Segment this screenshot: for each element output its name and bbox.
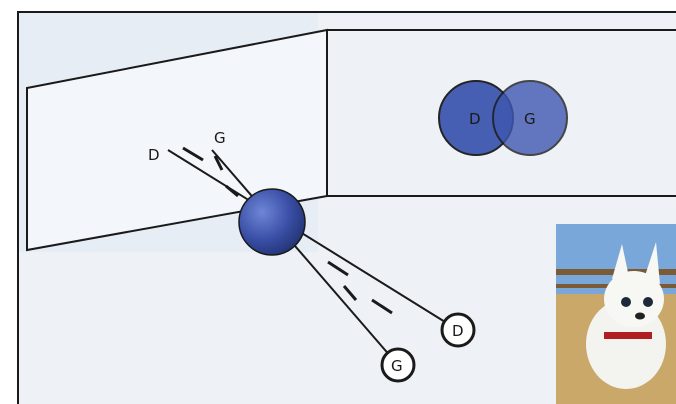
ray-g xyxy=(211,149,399,366)
right-image-circle xyxy=(492,80,568,156)
overlap-label-g: G xyxy=(524,110,536,128)
ray-dash-4 xyxy=(327,260,349,277)
ray-dash-5 xyxy=(342,285,358,301)
ray-dash-6 xyxy=(371,298,393,315)
ray-label-g: G xyxy=(214,129,226,147)
eye-label-g: G xyxy=(391,357,403,375)
ray-d xyxy=(167,149,459,331)
outer-frame xyxy=(17,11,676,404)
ray-dash-3 xyxy=(225,184,239,198)
screen-right-panel xyxy=(327,29,676,197)
eye-circle-d xyxy=(440,312,476,348)
eye-circle-g xyxy=(380,347,416,383)
ray-label-d: D xyxy=(148,146,160,164)
dog-photo xyxy=(556,224,676,404)
blue-ball xyxy=(238,188,306,256)
ray-g-dash xyxy=(213,155,224,171)
overlap-label-d: D xyxy=(469,110,481,128)
eye-label-d: D xyxy=(452,322,464,340)
ray-d-dash xyxy=(182,146,204,162)
